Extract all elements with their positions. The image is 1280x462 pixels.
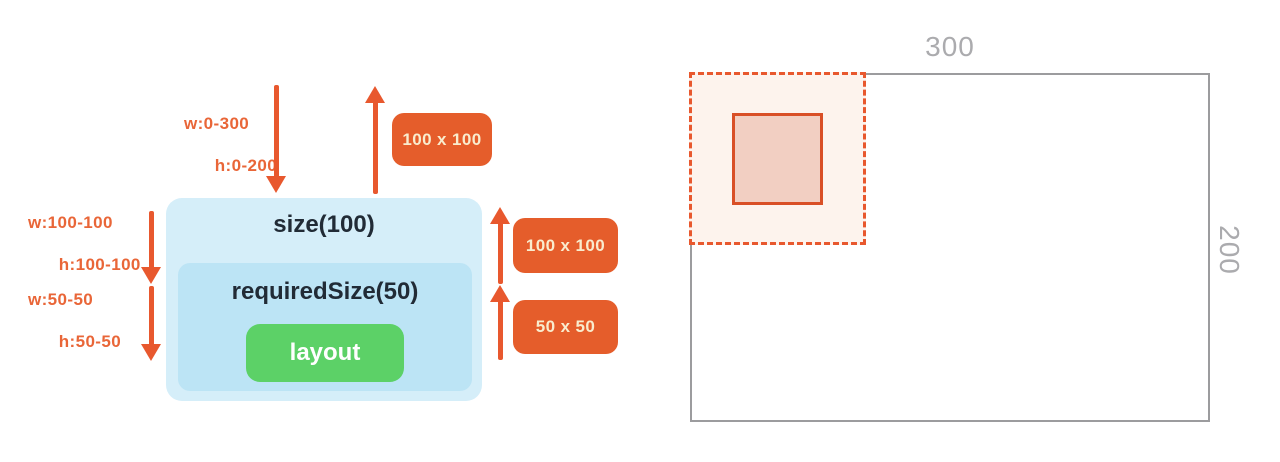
reported-size-mid-up-arrow-icon: [490, 207, 510, 284]
arrow-shaft: [372, 99, 378, 194]
size-constraints-width: w:100-100: [28, 213, 113, 232]
required-size-modifier-label: requiredSize(50): [231, 278, 419, 305]
arrow-head: [490, 285, 510, 302]
reported-size-badge-middle: 100 x 100: [513, 218, 618, 273]
size-constraints-down-arrow-icon: [141, 211, 161, 284]
parent-width-label: 300: [925, 31, 975, 62]
arrow-shaft: [273, 85, 279, 180]
arrow-head: [266, 176, 286, 193]
arrow-shaft: [148, 286, 154, 348]
required-size-modifier-box: requiredSize(50) layout: [178, 263, 472, 391]
reported-size-badge-top: 100 x 100: [392, 113, 492, 166]
layout-node-box: layout: [246, 324, 404, 382]
reported-size-bottom-up-arrow-icon: [490, 285, 510, 360]
size-constraints-height: h:100-100: [58, 255, 141, 274]
incoming-constraints-height: h:0-200: [214, 156, 278, 175]
size-modifier-box: size(100) requiredSize(50) layout: [166, 198, 482, 401]
size-constraints-label: w:100-100 h:100-100: [28, 212, 141, 275]
arrow-shaft: [148, 211, 154, 271]
size-modifier-label: size(100): [273, 211, 375, 238]
arrow-head: [141, 344, 161, 361]
reported-size-badge-bottom: 50 x 50: [513, 300, 618, 354]
reported-size-up-arrow-icon: [365, 86, 385, 194]
required-size-constraints-height: h:50-50: [58, 332, 122, 351]
arrow-shaft: [497, 298, 503, 360]
measured-content-rect: [732, 113, 823, 205]
arrow-head: [490, 207, 510, 224]
arrow-head: [141, 267, 161, 284]
arrow-shaft: [497, 220, 503, 284]
required-size-constraints-down-arrow-icon: [141, 286, 161, 361]
incoming-constraints-width: w:0-300: [184, 114, 250, 133]
incoming-constraints-label: w:0-300 h:0-200: [184, 113, 277, 176]
parent-height-label: 200: [1214, 225, 1245, 275]
required-size-constraints-width: w:50-50: [28, 290, 94, 309]
constraints-down-arrow-icon: [266, 85, 286, 193]
arrow-head: [365, 86, 385, 103]
required-size-constraints-label: w:50-50 h:50-50: [28, 289, 121, 352]
